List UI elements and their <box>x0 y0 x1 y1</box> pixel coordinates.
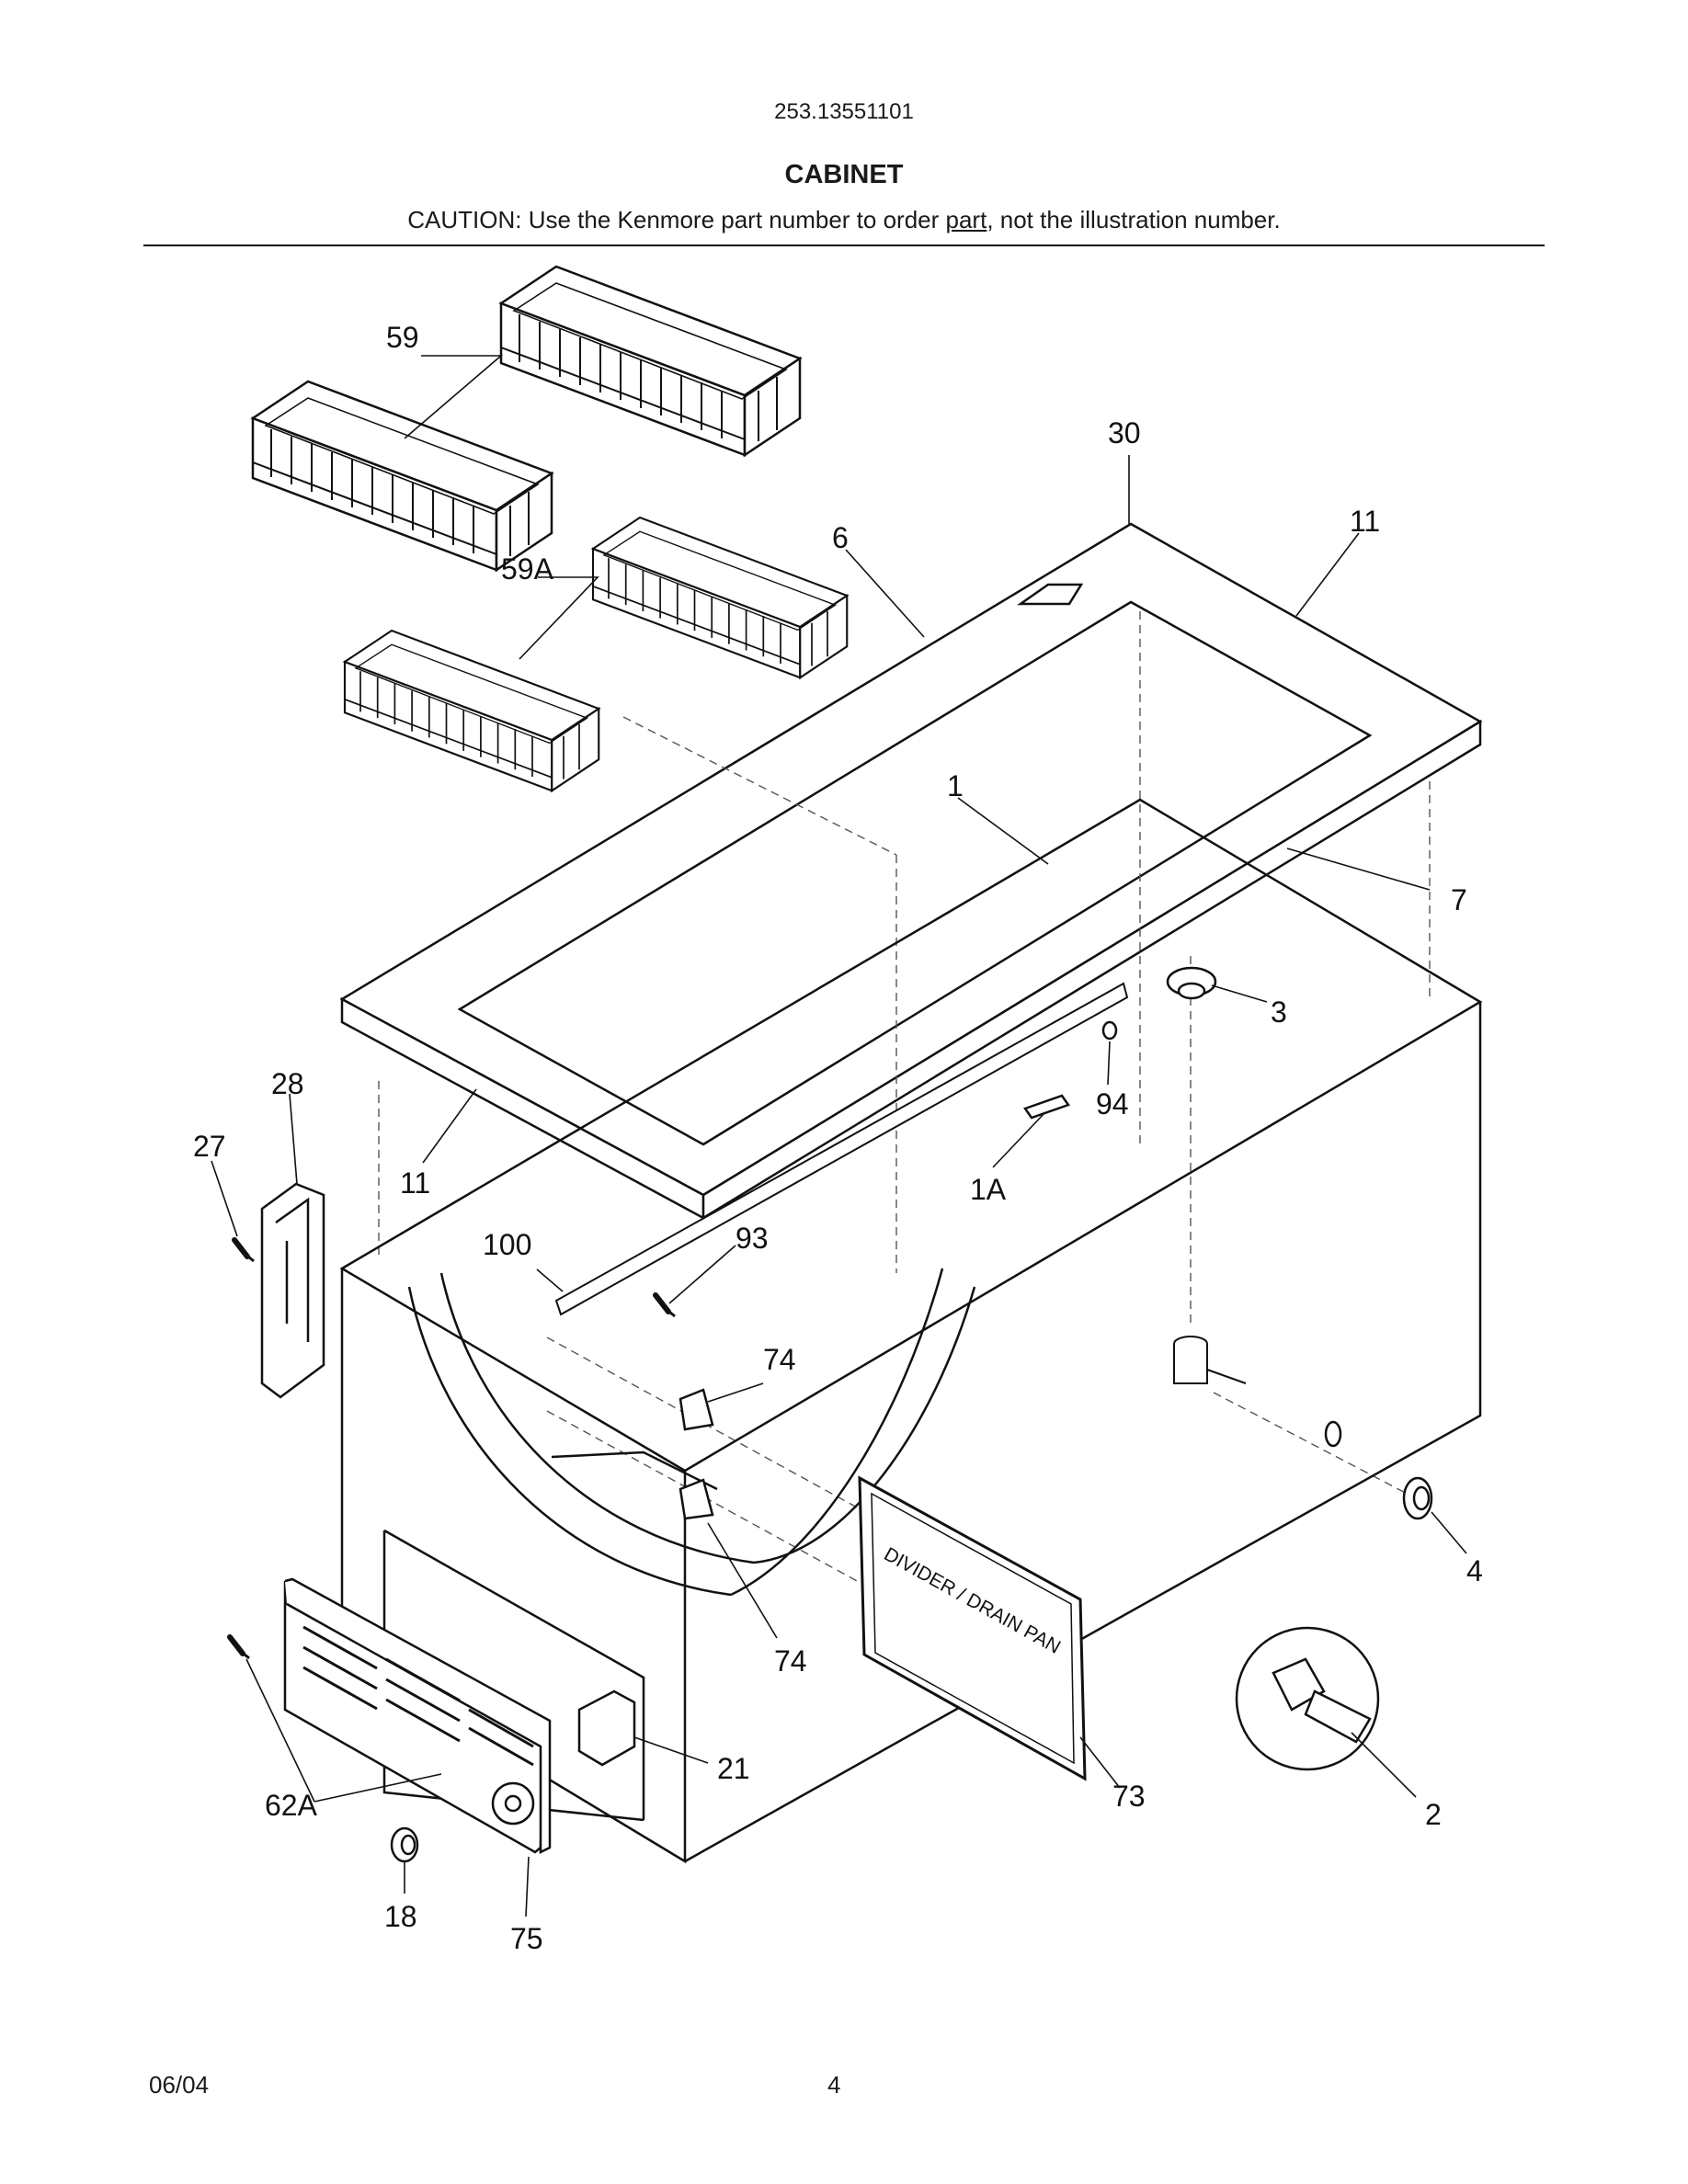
caution-prefix: CAUTION: Use the Kenmore part number to … <box>407 206 946 233</box>
caution-underlined: part <box>945 206 987 233</box>
channel-rail <box>554 982 1129 1316</box>
thermostat <box>577 1689 636 1767</box>
caution-suffix: , not the illustration number. <box>987 206 1281 233</box>
callout: 11 <box>400 1166 430 1200</box>
callout: 7 <box>1451 883 1467 916</box>
callout: 94 <box>1096 1087 1129 1120</box>
callout: 74 <box>774 1644 807 1678</box>
callout: 6 <box>832 521 849 554</box>
breaker-frame <box>339 522 1483 1221</box>
hinge-assembly <box>234 1182 325 1399</box>
section-title: CABINET <box>784 160 904 189</box>
header-rule <box>143 245 1545 246</box>
callout: 27 <box>193 1130 226 1163</box>
callout: 1 <box>947 769 964 802</box>
callout: 28 <box>271 1067 304 1100</box>
callout: 2 <box>1425 1798 1442 1831</box>
plug-3 <box>1166 966 1217 1000</box>
callout: 30 <box>1108 416 1141 449</box>
callout: 1A <box>970 1173 1007 1206</box>
basket-59a-front <box>343 629 600 792</box>
callout: 75 <box>510 1922 543 1955</box>
knob-18 <box>390 1826 419 1863</box>
cabinet-body <box>339 798 1483 1864</box>
basket-59a-rear <box>591 516 849 679</box>
basket-59-rear <box>499 265 802 457</box>
callout: 4 <box>1466 1554 1483 1587</box>
callout: 59 <box>386 321 419 354</box>
footer-page-number: 4 <box>827 2071 841 2099</box>
divider-drain-pan: DIVIDER / DRAIN PAN <box>858 1475 1087 1781</box>
callout-labels: 59 30 11 6 59A 1 7 3 28 94 27 11 1A 100 … <box>193 321 1483 1955</box>
access-grille <box>283 1577 552 1855</box>
footer-date: 06/04 <box>149 2071 210 2099</box>
callout: 62A <box>265 1789 318 1822</box>
drain-tube <box>1173 1336 1247 1384</box>
retainers <box>679 1020 1342 1520</box>
callout: 11 <box>1350 505 1380 538</box>
callout-leaders <box>211 355 1467 1917</box>
callout: 21 <box>717 1752 750 1785</box>
callout: 93 <box>736 1222 769 1255</box>
drain-plug-4 <box>1402 1476 1433 1520</box>
callout: 100 <box>483 1228 531 1261</box>
callout: 73 <box>1112 1780 1146 1813</box>
callout: 59A <box>501 552 554 586</box>
caution-note: CAUTION: Use the Kenmore part number to … <box>0 206 1688 234</box>
callout: 18 <box>384 1900 417 1933</box>
callout: 3 <box>1271 995 1287 1029</box>
callout: 74 <box>763 1343 796 1376</box>
model-number: 253.13551101 <box>774 99 914 124</box>
drain-fitting-2 <box>1235 1626 1380 1771</box>
basket-59-front <box>251 380 553 572</box>
